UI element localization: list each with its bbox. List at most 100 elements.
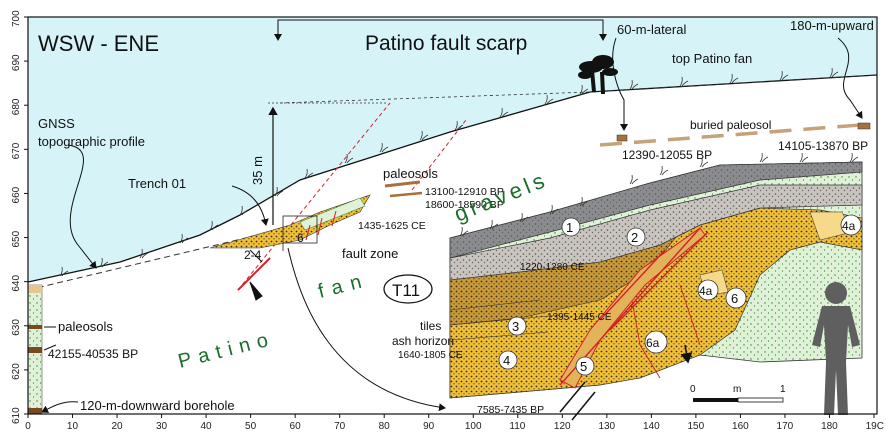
fault-sense-t11 [559,381,596,421]
x-tick-label: 70 [334,421,346,432]
grass-tuft [579,196,589,207]
borehole-leader [41,401,79,413]
top-fan-dashed [589,74,878,93]
projected-surface-upper [279,91,591,104]
fault-sense-down [680,344,693,364]
borehole-bottom [28,408,42,414]
y-tick-label: 610 [11,407,22,424]
unit-4a-label-2: 4a [699,284,713,298]
borehole-label: 120-m-downward borehole [80,398,235,413]
y-tick-label: 620 [11,363,22,380]
grass-tuft [379,142,389,153]
grass-tuft [419,130,429,141]
x-tick-label: 130 [598,421,615,432]
unit-labels: 1 2 3 4 4a 4a 5 6 6a [498,214,862,376]
trench-green-unit [299,197,366,231]
date-1435: 1435-1625 CE [358,220,426,232]
y-tick-label: 670 [11,142,22,159]
paleosols-upper-label: paleosols [383,166,438,181]
grass-tuft [629,174,639,185]
date-12390: 12390-12055 BP [622,148,712,162]
grass-tuft [344,153,354,164]
grass-tuft [759,152,769,163]
tiles-label: tiles [420,319,441,333]
grass-tuft [799,152,809,163]
vegetation-ticks [59,67,859,277]
gnss-leader [67,144,97,269]
scarp-title: Patino fault scarp [365,32,527,55]
unit-2-texture [450,185,862,280]
x-tick-label: 180 [821,421,838,432]
grass-tuft [779,70,789,81]
grass-tuft [454,120,464,131]
date-42155: 42155-40535 BP [48,347,138,361]
trench-deposit-texture [210,195,370,248]
x-tick-label: 19C [866,421,884,432]
paleosols-lower-label: paleosols [58,319,113,334]
grass-tuft [849,152,859,163]
grass-tuft [829,67,839,78]
date-18600: 18600-18590 BP [425,199,504,211]
paleosol-sample-1 [616,134,628,142]
upward-leader [837,37,863,119]
human-scale-figure [812,282,860,415]
grass-tuft [629,79,639,90]
main-fault-surface [237,257,271,291]
ground-surface [27,74,878,283]
borehole-paleosol-2 [28,347,42,353]
grass-tuft [544,94,554,105]
grass-tuft [519,212,529,223]
t11-badge [383,274,433,304]
y-tick-label: 630 [11,319,22,336]
trench-paleosol-2 [389,191,423,198]
unit-4-label: 4 [503,353,510,368]
inset-leader [287,247,446,412]
x-tick-label: 140 [643,421,660,432]
fault-sense-trench [249,249,263,301]
scale-m-label: m [733,384,741,395]
scale-1-label: 1 [780,384,786,395]
unit-4a-label: 4a [842,219,856,233]
grass-tuft [59,266,69,277]
unit-6-small-label: 6 [297,231,304,245]
paleosol-leaders [43,326,57,351]
date-13100: 13100-12910 BP [425,186,504,198]
upward-180-label: 180-m-upward [790,18,874,33]
lateral-60-label: 60-m-lateral [617,22,686,37]
unit-1-label: 1 [566,220,573,235]
trench-inset-box [282,215,318,244]
y-tick-label: 700 [11,10,22,27]
scale-bar [693,397,784,403]
unit-6-label: 6 [731,291,738,306]
x-tick-label: 10 [67,421,79,432]
x-tick-label: 150 [687,421,704,432]
x-tick-label: 100 [465,421,482,432]
y-tick-label: 650 [11,230,22,247]
x-tick-label: 160 [732,421,749,432]
grass-tuft [239,205,249,216]
t11-trench-log [449,161,863,415]
paleosol-sample-2 [857,122,871,130]
t11-bedding [449,299,561,341]
unit-4-texture [450,208,862,398]
date-1640: 1640-1805 CE [398,350,463,361]
orientation-label: WSW - ENE [38,31,159,56]
grass-tuft [729,73,739,84]
fault-projection-2 [411,119,467,191]
trench-faults [305,210,337,241]
y-tick-label: 660 [11,186,22,203]
grass-tuft [489,219,499,230]
fault-zone-label: fault zone [342,246,398,261]
scale-0-label: 0 [690,384,696,395]
x-tick-label: 20 [111,421,123,432]
grass-tuft [99,257,109,268]
grass-tuft [699,157,709,168]
grass-tuft [179,233,189,244]
scarp-bracket [277,19,604,28]
grass-tuft [549,204,559,215]
unit-3-label: 3 [512,319,519,334]
vertical-offset-label: 35 m [250,156,265,185]
